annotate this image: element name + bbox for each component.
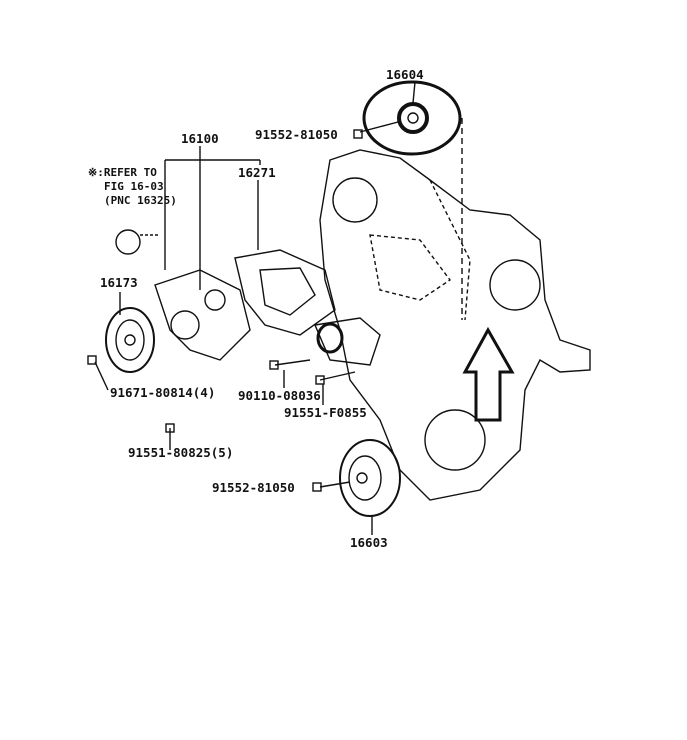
bolt-icon [269,360,279,370]
cover-hidden-line [429,179,471,321]
label-90110: 90110-08036 [238,388,321,403]
cover-port [489,259,541,311]
label-16100: 16100 [181,131,219,146]
tensioner [314,317,381,366]
cover-hidden-line [369,234,452,301]
tensioner-pulley [316,322,344,354]
note-line-2: FIG 16-03 [104,180,164,193]
idler-pulley-lower [339,439,401,517]
water-pump-boss [204,289,226,311]
pump-gasket-inner [259,267,316,316]
label-16271: 16271 [238,165,276,180]
leader-line [412,81,416,104]
highlight-circle [362,80,462,156]
label-16173: 16173 [100,275,138,290]
label-16603: 16603 [350,535,388,550]
idler-pulley-upper [397,102,429,134]
idler-pulley-upper-hub [407,112,419,124]
pump-pulley-inner [115,319,145,361]
bolt-icon [312,482,322,492]
arrow-icon [462,326,515,422]
note-line-3: (PNC 16325) [104,194,177,207]
pump-gasket [234,249,336,336]
idler-pulley-lower-inner [348,455,382,501]
label-16604: 16604 [386,67,424,82]
leader-line [164,146,261,290]
bolt-shaft [359,121,399,133]
leader-line [94,361,109,391]
bolt-shaft [319,481,351,488]
label-91552-top: 91552-81050 [255,127,338,142]
label-91552-bottom: 91552-81050 [212,480,295,495]
bolt-icon [353,129,363,139]
cover-port [332,177,378,223]
label-91671: 91671-80814(4) [110,385,216,400]
bolt-icon [165,423,175,433]
pump-pulley [105,307,155,373]
bolt-shaft [274,359,311,366]
note-line-1: ※:REFER TO [88,166,157,179]
bolt-icon [87,355,97,365]
idler-pulley-lower-hub [356,472,368,484]
water-pump-boss [170,310,200,340]
water-pump [154,269,251,361]
timing-cover [319,149,591,501]
pump-pulley-hub [124,334,136,346]
bolt-icon [315,375,325,385]
cover-port [424,409,486,471]
bolt-shaft [319,371,356,381]
gasket-ring [115,229,141,255]
label-91551-f0855: 91551-F0855 [284,405,367,420]
label-91551-80825: 91551-80825(5) [128,445,234,460]
